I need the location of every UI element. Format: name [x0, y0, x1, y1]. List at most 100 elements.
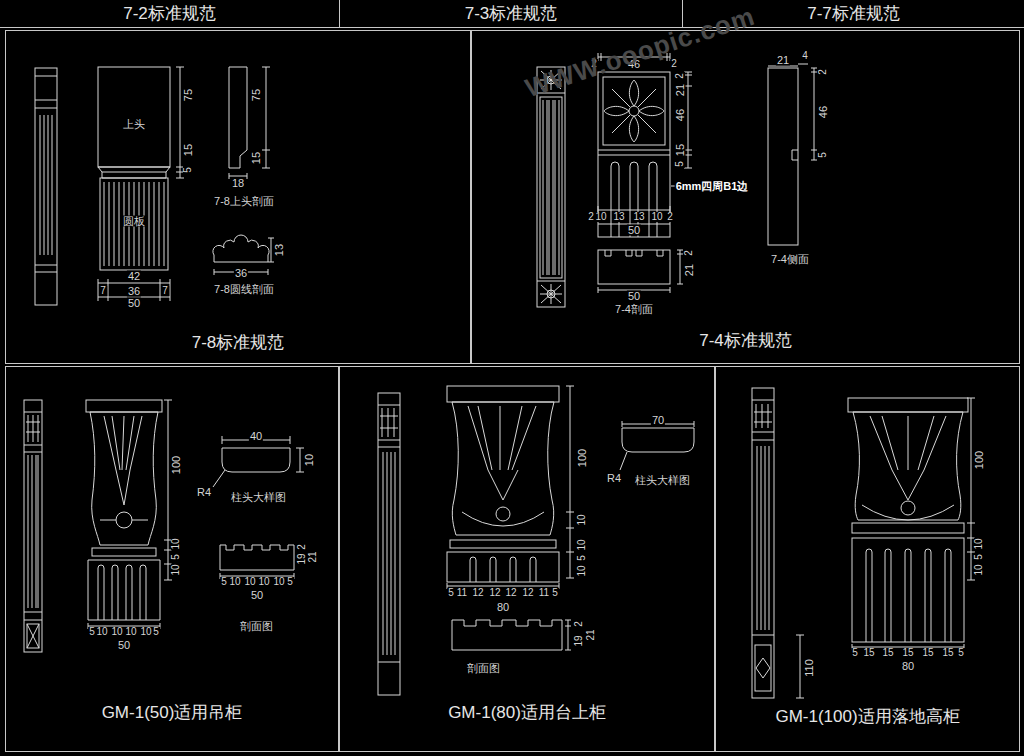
- column-drawing-gm-100-part: [852, 538, 964, 642]
- column-drawing-gm-50-part: [27, 624, 39, 648]
- dimension-text: 10: [228, 577, 241, 587]
- column-drawing-7-4: [537, 53, 817, 307]
- column-drawing-gm-50-part: [116, 512, 132, 528]
- dimension-text: 10: [577, 538, 587, 551]
- header-title: 7-2标准规范: [123, 4, 216, 24]
- dimension-text: 10: [974, 537, 984, 550]
- dimension-text: 10: [577, 513, 587, 526]
- dimension-text: 21: [776, 55, 790, 66]
- column-drawing-gm-50-part: [86, 400, 162, 412]
- column-drawing-gm-100-part: [757, 446, 769, 630]
- column-drawing-gm-50-part: [24, 412, 42, 620]
- dimension-text: 5: [447, 588, 455, 598]
- column-drawing-gm-80-part: [380, 408, 398, 437]
- dimension-text: 2: [574, 620, 584, 628]
- column-drawing-gm-80-part: [565, 620, 571, 650]
- column-drawing-gm-100-part: [752, 388, 774, 698]
- dimension-text: 10: [171, 537, 181, 550]
- column-drawing-gm-50-part: [98, 565, 146, 620]
- column-drawing-gm-80-part: [496, 507, 510, 521]
- dimension-text: 7: [161, 286, 169, 296]
- panel-title: 7-4标准规范: [699, 331, 792, 351]
- column-drawing-7-4-part: [611, 162, 657, 237]
- dimension-text: 50: [117, 640, 131, 651]
- dimension-text: 10: [257, 577, 270, 587]
- dimension-text: 5: [152, 627, 160, 637]
- dimension-text: 21: [586, 628, 596, 641]
- dimension-text: 50: [250, 590, 264, 601]
- column-drawing-gm-100-part: [853, 412, 963, 520]
- column-drawing-gm-80-part: [447, 552, 559, 582]
- dimension-text: 12: [471, 588, 484, 598]
- dimension-text: 5: [577, 554, 587, 562]
- header-cell: 7-2标准规范: [0, 0, 340, 28]
- annotation-text: 6mm四周B1边: [675, 181, 750, 192]
- column-drawing-7-8-part: [98, 67, 170, 167]
- dimension-text: 10: [974, 563, 984, 576]
- column-drawing-7-8-part: [229, 67, 247, 168]
- dimension-text: 50: [627, 225, 641, 236]
- column-drawing-7-4-part: [629, 106, 639, 116]
- dimension-text: 19: [574, 634, 584, 647]
- column-drawing-gm-50-part: [90, 412, 158, 545]
- dimension-text: 100: [171, 455, 182, 475]
- dimension-text: 7: [99, 286, 107, 296]
- column-drawing-7-4-part: [598, 206, 670, 224]
- dimension-text: 10: [171, 563, 181, 576]
- header-title: 7-3标准规范: [465, 4, 558, 24]
- column-drawing-gm-100-part: [870, 416, 946, 500]
- dimension-text: 5: [851, 648, 859, 658]
- dimension-text: 10: [594, 212, 607, 222]
- column-drawing-7-4-part: [543, 100, 559, 275]
- column-drawing-gm-50-part: [27, 624, 39, 648]
- dimension-text: 70: [651, 415, 665, 426]
- dimension-text: 21: [684, 263, 695, 277]
- column-drawing-gm-50-part: [92, 548, 156, 556]
- dimension-text: 5: [286, 577, 294, 587]
- column-drawing-gm-80-part: [452, 620, 562, 650]
- column-drawing-7-8-part: [35, 68, 57, 305]
- dimension-text: 10: [243, 577, 256, 587]
- column-drawing-gm-100-part: [755, 645, 771, 691]
- dimension-text: 100: [974, 450, 985, 470]
- dimension-text: 21: [675, 83, 686, 97]
- column-drawing-gm-100-part: [852, 523, 964, 533]
- dimension-text: 4: [801, 51, 809, 61]
- dimension-text: 15: [881, 648, 894, 658]
- dimension-text: 5: [183, 166, 193, 174]
- dimension-text: 40: [249, 431, 263, 442]
- column-drawing-7-4-part: [537, 93, 565, 281]
- column-drawing-gm-100-part: [754, 404, 772, 428]
- column-drawing-7-4-part: [537, 67, 565, 307]
- dimension-text: 13: [632, 212, 645, 222]
- column-drawing-7-8-part: [262, 67, 270, 168]
- dimension-text: 11: [538, 588, 550, 598]
- column-drawing-gm-80-part: [468, 406, 536, 500]
- dimension-text: 15: [251, 151, 262, 165]
- header-cell: 7-3标准规范: [340, 0, 683, 28]
- column-drawing-gm-80-part: [622, 428, 694, 452]
- dimension-text: 12: [504, 588, 517, 598]
- annotation-text: 柱头大样图: [634, 475, 691, 486]
- dimension-text: 15: [675, 143, 686, 157]
- column-drawing-7-4-part: [603, 77, 665, 145]
- dimension-text: 10: [577, 564, 587, 577]
- column-drawing-7-4-part: [540, 284, 562, 304]
- dimension-text: 10: [95, 627, 108, 637]
- dimension-text: 15: [941, 648, 954, 658]
- column-drawing-gm-50-part: [24, 400, 42, 652]
- column-drawing-gm-100-part: [866, 549, 951, 642]
- dimension-text: 10: [272, 577, 285, 587]
- column-drawing-gm-80: [378, 386, 694, 695]
- panel-title: GM-1(100)适用落地高柜: [775, 707, 959, 727]
- column-drawing-gm-80-part: [378, 405, 400, 662]
- dimension-text: 100: [577, 448, 588, 468]
- dimension-text: 13: [274, 243, 285, 257]
- annotation-text: 剖面图: [466, 663, 501, 674]
- dimension-text: 5: [818, 151, 828, 159]
- column-drawing-gm-80-part: [447, 386, 559, 402]
- dimension-text: 10: [650, 212, 663, 222]
- annotation-text: 7-8上头剖面: [213, 196, 275, 207]
- column-drawing-gm-50-part: [213, 470, 225, 487]
